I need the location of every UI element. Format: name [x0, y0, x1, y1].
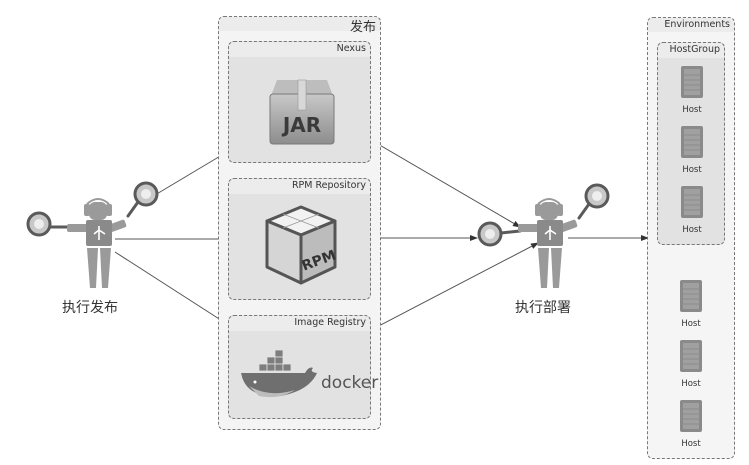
repo-nexus-title: Nexus: [336, 43, 366, 54]
arrow-release-to-nexus: [149, 151, 228, 199]
server-icon: [681, 126, 703, 158]
host-label: Host: [682, 225, 702, 235]
host-label: Host: [681, 319, 701, 329]
docker-text: docker: [321, 373, 378, 393]
host-label: Host: [682, 105, 702, 115]
robot-actor-icon: [67, 198, 127, 288]
arrow-nexus-to-deploy: [370, 139, 521, 228]
release-actor-label: 执行发布: [62, 300, 118, 316]
release-group: 发布 Nexus JAR RPM Repository: [218, 16, 381, 430]
host-item[interactable]: Host: [671, 399, 711, 449]
robot-actor-icon: [518, 198, 578, 288]
environments-title: Environments: [664, 19, 730, 30]
repo-rpm-title: RPM Repository: [291, 180, 366, 191]
right-magnifier-icon: [126, 181, 159, 218]
host-item[interactable]: Host: [672, 65, 712, 115]
arrow-release-to-registry: [114, 251, 228, 325]
host-item[interactable]: Host: [671, 279, 711, 329]
rpm-box-icon: RPM: [263, 203, 339, 289]
server-icon: [680, 280, 702, 312]
host-item[interactable]: Host: [672, 185, 712, 235]
release-actor[interactable]: [24, 180, 164, 290]
host-label: Host: [681, 379, 701, 389]
deploy-actor[interactable]: [475, 180, 615, 290]
host-item[interactable]: Host: [671, 339, 711, 389]
release-group-title: 发布: [349, 20, 376, 35]
deploy-actor-label: 执行部署: [515, 300, 571, 316]
server-icon: [680, 340, 702, 372]
arrow-registry-to-deploy: [370, 242, 539, 331]
left-magnifier-icon: [477, 221, 522, 247]
server-icon: [680, 400, 702, 432]
host-group-title: HostGroup: [669, 44, 720, 55]
jar-box-icon: JAR: [267, 76, 337, 148]
server-icon: [681, 66, 703, 98]
host-label: Host: [681, 439, 701, 449]
repo-rpm[interactable]: RPM Repository RPM: [228, 178, 371, 300]
docker-whale-icon: docker: [239, 346, 378, 406]
repo-image-registry[interactable]: Image Registry docker: [228, 315, 378, 419]
host-label: Host: [682, 165, 702, 175]
repo-nexus[interactable]: Nexus JAR: [228, 41, 371, 163]
right-magnifier-icon: [577, 183, 610, 220]
host-item[interactable]: Host: [672, 125, 712, 175]
server-icon: [681, 186, 703, 218]
host-group[interactable]: HostGroup Host Host Host: [657, 42, 725, 245]
repo-image-registry-title: Image Registry: [294, 317, 366, 328]
environments-group: Environments HostGroup Host Host: [647, 17, 735, 459]
left-magnifier-icon: [26, 211, 71, 237]
jar-text: JAR: [281, 113, 321, 137]
